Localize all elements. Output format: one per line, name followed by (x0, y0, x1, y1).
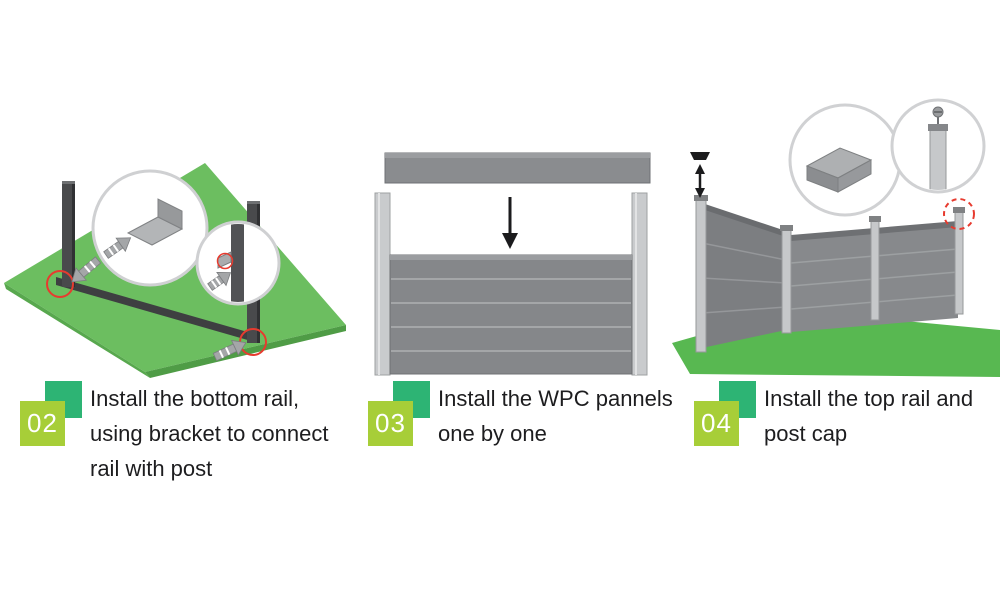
top-rail-detail-callout (788, 103, 902, 217)
step-number: 03 (368, 401, 413, 446)
down-arrow (502, 197, 518, 249)
corner-post (780, 225, 793, 334)
step-2-caption: Install the bottom rail, using bracket t… (90, 381, 328, 486)
cap-install-arrow (690, 152, 710, 198)
step-number: 02 (20, 401, 65, 446)
step-2-badge: 02 (20, 381, 102, 446)
connection-highlight-left (46, 270, 74, 298)
caption-line: Install the bottom rail, (90, 386, 300, 411)
wpc-panel-loose (384, 152, 651, 184)
caption-line: using bracket to connect (90, 421, 329, 446)
caption-line: post cap (764, 421, 848, 446)
insert-arrow-right (212, 339, 247, 362)
insert-arrow-left (71, 256, 102, 283)
insert-arrow-callout (103, 237, 132, 259)
caption-line: rail with post (90, 456, 213, 481)
frame-post-right (631, 192, 648, 376)
caption-line: Install the top rail and (764, 386, 974, 411)
step4-illustration-top-rail (672, 98, 1000, 377)
end-post (953, 207, 965, 315)
bracket-detail-callout-small (195, 220, 281, 306)
step-4-badge: 04 (694, 381, 776, 446)
mid-post (869, 216, 881, 321)
wpc-panel-stack (389, 254, 633, 375)
post-cap-detail-callout (890, 98, 986, 194)
front-post (694, 195, 708, 353)
step2-illustration-bottom-rail (4, 163, 346, 378)
fence-post-left (62, 181, 75, 287)
step-3-caption: Install the WPC pannels one by one (438, 381, 673, 451)
frame-post-left (374, 192, 391, 376)
insert-arrow-callout (207, 272, 232, 291)
bottom-rail (56, 277, 258, 343)
caption-line: Install the WPC pannels (438, 386, 673, 411)
bracket-detail-callout-large (91, 169, 209, 287)
fence-wall-left (701, 203, 787, 348)
step-3-badge: 03 (368, 381, 450, 446)
caption-line: one by one (438, 421, 547, 446)
post-cap-highlight (943, 198, 975, 230)
step-4-caption: Install the top rail and post cap (764, 381, 973, 451)
step3-illustration-panels (374, 152, 651, 376)
step-number: 04 (694, 401, 739, 446)
